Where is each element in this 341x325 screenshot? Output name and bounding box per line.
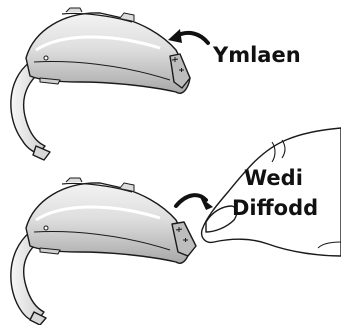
hearing-aid-top-icon bbox=[11, 8, 190, 160]
rotate-arrow-left-icon bbox=[168, 29, 208, 43]
state-label-off-line-2: Diffodd bbox=[232, 196, 318, 220]
hearing-aid-bottom-icon bbox=[11, 178, 196, 325]
finger-icon bbox=[202, 128, 341, 256]
state-label-off-line-1: Wedi bbox=[244, 166, 303, 190]
rotate-arrow-right-icon bbox=[176, 195, 213, 210]
state-label-on: Ymlaen bbox=[213, 43, 301, 67]
